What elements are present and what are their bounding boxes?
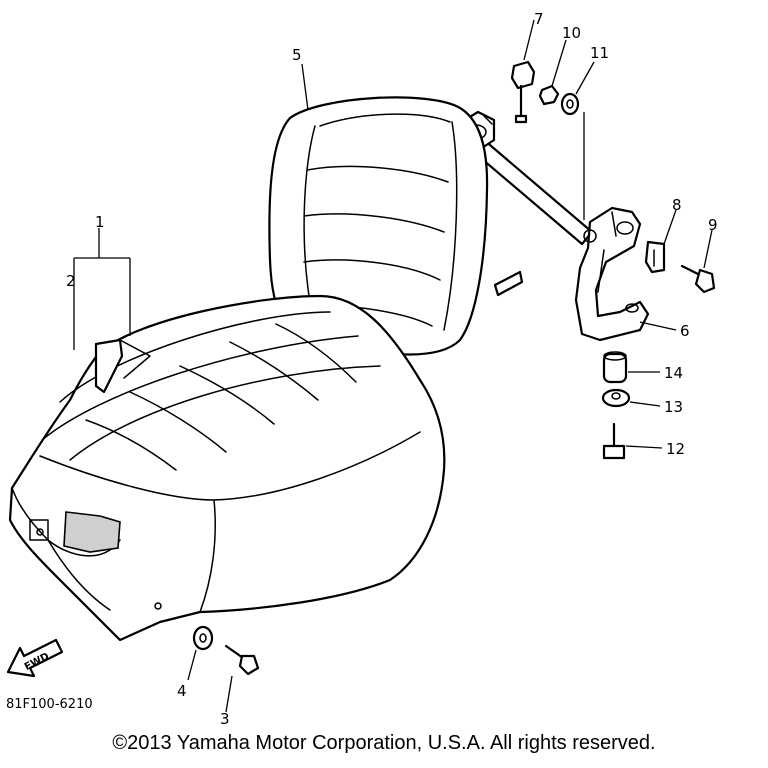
callout-4: 4: [177, 682, 187, 700]
callout-1: 1: [95, 213, 105, 231]
leader-lines: [73, 19, 713, 713]
callout-8: 8: [672, 196, 682, 214]
seat-tab: [94, 338, 151, 394]
callout-6: 6: [680, 322, 690, 340]
bolt-3: [224, 644, 260, 676]
callout-11: 11: [590, 44, 609, 62]
nut-10: [538, 84, 560, 106]
callout-7: 7: [534, 10, 544, 28]
fwd-arrow-icon: [6, 638, 64, 678]
seat-cushion: [8, 294, 446, 642]
bolt-12: [602, 422, 626, 460]
collar-14: [602, 351, 628, 384]
diagram-code: 81F100-6210: [6, 697, 93, 712]
washer-4: [192, 625, 214, 651]
callout-5: 5: [292, 46, 302, 64]
washer-13: [601, 388, 631, 408]
callout-3: 3: [220, 710, 230, 728]
bolt-9: [680, 264, 716, 294]
backrest-bracket: [574, 206, 650, 342]
copyright-notice: ©2013 Yamaha Motor Corporation, U.S.A. A…: [112, 732, 656, 754]
callout-9: 9: [708, 216, 718, 234]
callout-10: 10: [562, 24, 581, 42]
clip-8: [644, 240, 666, 274]
callout-14: 14: [664, 364, 683, 382]
washer-11: [560, 92, 580, 116]
callout-13: 13: [664, 398, 683, 416]
bolt-7: [510, 60, 536, 124]
callout-2: 2: [66, 272, 76, 290]
callout-labels: 1 2 3 4 5 6 7 8 9 10 11 12 13 14: [66, 10, 718, 728]
callout-12: 12: [666, 440, 685, 458]
